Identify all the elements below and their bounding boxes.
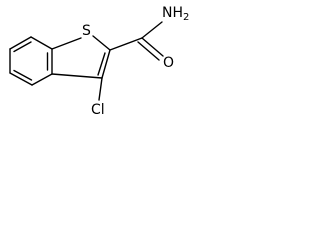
bond-c3-cl	[98, 77, 103, 101]
bond-c2-carbonyl	[109, 37, 143, 51]
double-bond-inner-c4-c5	[13, 69, 33, 81]
bond-c2-c3	[101, 49, 111, 79]
bond-c3-c3a	[51, 73, 103, 79]
carboxamide-group	[109, 21, 164, 61]
bond-c6-c7	[9, 36, 32, 50]
thiophene-ring	[51, 35, 111, 79]
bond-c3a-c4	[31, 73, 53, 86]
bond-c4-c5	[9, 72, 33, 86]
amide-nitrogen-subscript: 2	[183, 12, 189, 23]
double-bond-inner-c6-c7	[13, 41, 32, 53]
bond-carbonyl-n	[141, 21, 163, 39]
amide-nitrogen-text: NH	[162, 5, 183, 21]
amide-nitrogen-label: NH2	[162, 5, 189, 23]
bond-carbonyl-o	[141, 37, 164, 57]
double-bond-carbonyl-o	[137, 41, 160, 61]
benzene-ring	[9, 36, 53, 86]
chlorine-label: Cl	[91, 102, 105, 118]
bond-c7a-s	[51, 37, 82, 50]
chemical-structure: S NH2 O Cl	[9, 5, 189, 118]
bond-s-c2	[92, 35, 111, 51]
oxygen-label: O	[163, 55, 174, 71]
sulfur-label: S	[82, 23, 91, 39]
bond-c7-c7a	[30, 36, 53, 50]
double-bond-inner-c2-c3	[97, 52, 106, 76]
